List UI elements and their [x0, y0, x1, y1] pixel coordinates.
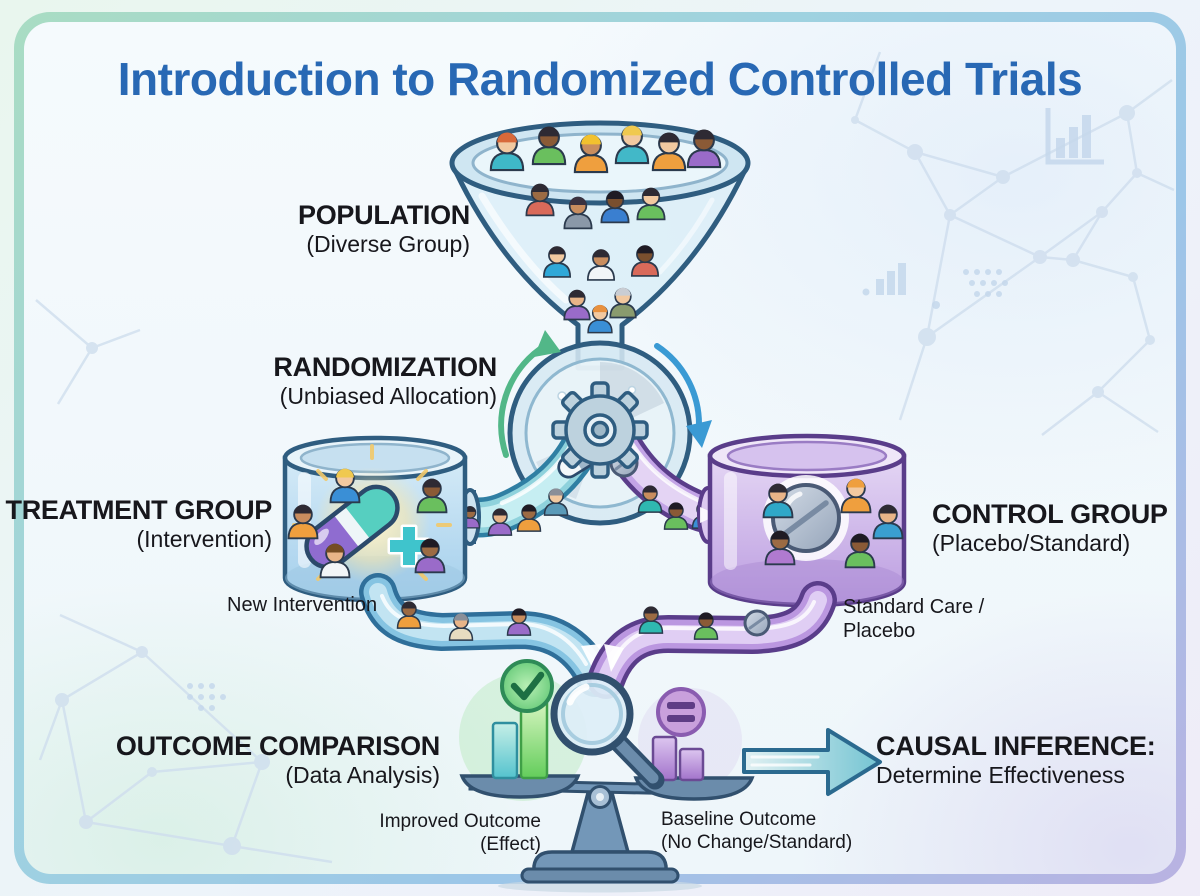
balance-scale-icon [459, 774, 755, 884]
improved-outcome-label: Improved Outcome (Effect) [379, 811, 541, 857]
randomization-label-main: RANDOMIZATION [273, 352, 497, 382]
randomization-label: RANDOMIZATION (Unbiased Allocation) [273, 352, 497, 408]
gear-icon [551, 381, 649, 479]
treatment-group-label-sub: (Intervention) [136, 525, 272, 552]
standard-care-label: Standard Care / Placebo [843, 596, 984, 643]
treatment-group-label: TREATMENT GROUP (Intervention) [6, 495, 273, 551]
improved-outcome-line2: (Effect) [480, 833, 541, 855]
baseline-outcome-bars-icon [651, 735, 705, 782]
right-arrow-icon [742, 728, 882, 796]
new-intervention-label: New Intervention [227, 594, 378, 616]
placebo-tablet-mini2-icon [743, 609, 771, 637]
rotate-cw-arrow-icon [654, 343, 712, 448]
population-label: POPULATION (Diverse Group) [298, 200, 470, 256]
treatment-group-label-main: TREATMENT GROUP [5, 495, 273, 525]
bar-chart-decor-icons [187, 108, 1104, 711]
outcome-comparison-label-sub: (Data Analysis) [285, 761, 440, 788]
control-group-label-main: CONTROL GROUP [932, 499, 1168, 529]
treatment-outbound-tube [359, 573, 614, 697]
control-group-label-sub: (Placebo/Standard) [932, 529, 1131, 556]
causal-inference-label-main: CAUSAL INFERENCE: [876, 731, 1156, 761]
population-label-main: POPULATION [298, 200, 470, 230]
equals-icon [656, 687, 706, 737]
medical-plus-icon [387, 524, 431, 568]
outcome-area [459, 659, 755, 893]
control-group-label: CONTROL GROUP (Placebo/Standard) [932, 499, 1168, 555]
capsule-pill-icon [304, 484, 400, 570]
standard-care-line2: Placebo [843, 619, 916, 642]
dots-grid-decor [187, 269, 1008, 711]
improved-outcome-line1: Improved Outcome [379, 811, 541, 832]
left-pan [459, 774, 581, 799]
baseline-outcome-line1: Baseline Outcome [661, 809, 817, 830]
right-pan [633, 776, 755, 801]
rotate-ccw-arrow-icon [498, 330, 561, 458]
magnifier-icon [550, 672, 665, 790]
checkmark-icon [500, 659, 554, 713]
population-label-sub: (Diverse Group) [306, 230, 470, 257]
background-network-decor [35, 51, 1175, 864]
causal-inference-label: CAUSAL INFERENCE: Determine Effectivenes… [876, 731, 1156, 788]
funnel-icon [449, 120, 751, 371]
randomization-label-sub: (Unbiased Allocation) [279, 382, 497, 409]
outcome-comparison-label-main: OUTCOME COMPARISON [115, 731, 440, 761]
outcome-comparison-label: OUTCOME COMPARISON (Data Analysis) [116, 731, 440, 787]
control-cylinder [697, 433, 907, 608]
causal-inference-label-sub: Determine Effectiveness [876, 761, 1125, 788]
standard-care-line1: Standard Care / [843, 596, 985, 618]
baseline-outcome-line2: (No Change/Standard) [661, 831, 853, 853]
page-title: Introduction to Randomized Controlled Tr… [117, 53, 1083, 105]
baseline-outcome-label: Baseline Outcome (No Change/Standard) [661, 809, 852, 855]
control-outbound-tube [587, 581, 837, 699]
